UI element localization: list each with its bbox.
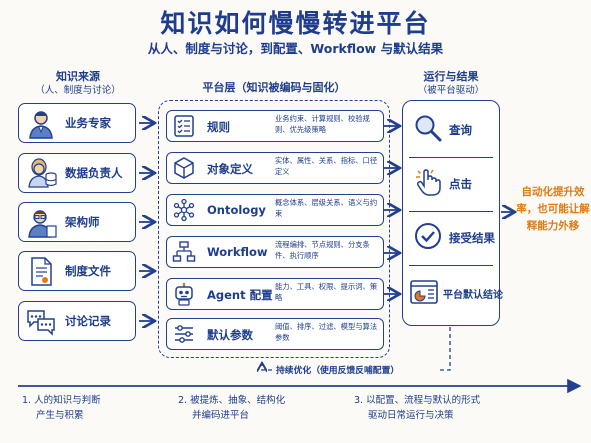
middle-heading: 平台层（知识被编码与固化） (202, 81, 346, 94)
source-label: 架构师 (65, 215, 100, 229)
step-line: 并编码进平台 (192, 410, 250, 421)
step-line: 2. 被提炼、抽象、结构化 (178, 395, 286, 406)
source-label: 制度文件 (65, 264, 111, 278)
page-title: 知识如何慢慢转进平台 (160, 9, 431, 38)
document-icon (31, 257, 52, 286)
platform-item-desc: 实体、属性、关系、指标、口径定义 (275, 156, 378, 176)
platform-item-desc: 能力、工具、权限、提示词、策略 (275, 282, 378, 302)
platform-layer (158, 100, 390, 358)
run-item-query: 查询 (403, 109, 497, 153)
divider (409, 265, 493, 266)
sliders-icon (175, 325, 193, 343)
source-discussions: 讨论记录 (18, 301, 136, 341)
source-label: 业务专家 (65, 116, 111, 130)
platform-item-defaults: 默认参数 阈值、排序、过滤、模型与算法参数 (166, 318, 384, 350)
divider (409, 157, 493, 158)
platform-item-name: 默认参数 (207, 328, 253, 342)
architect-icon (28, 210, 57, 238)
chat-icon (27, 310, 55, 336)
pointer-hand-icon (416, 169, 441, 196)
feedback-loop-return (262, 364, 272, 370)
source-label: 数据负责人 (65, 166, 123, 180)
platform-item-name: Agent 配置 (207, 288, 273, 302)
step-3: 3. 以配置、流程与默认的形式 驱动日常运行与决策 (354, 393, 534, 423)
platform-item-desc: 阈值、排序、过滤、模型与算法参数 (275, 322, 378, 342)
platform-item-name: 规则 (207, 120, 230, 134)
feedback-label: 持续优化（使用反馈反哺配置） (276, 366, 400, 376)
platform-item-ontology: Ontology 概念体系、层级关系、语义与约束 (166, 194, 384, 226)
source-documents: 制度文件 (18, 251, 136, 291)
platform-item-name: Ontology (207, 203, 266, 217)
source-data-owner: 数据负责人 (18, 153, 136, 193)
cube-icon (174, 157, 194, 179)
run-item-accept: 接受结果 (403, 217, 497, 261)
step-2: 2. 被提炼、抽象、结构化 并编码进平台 (178, 393, 328, 423)
left-heading: 知识来源 (56, 70, 100, 83)
step-line: 驱动日常运行与决策 (368, 410, 454, 421)
run-results-panel: 查询 点击 接受结果 平台默认结论 (402, 100, 503, 326)
step-line: 3. 以配置、流程与默认的形式 (354, 395, 481, 406)
platform-item-name: Workflow (207, 245, 268, 259)
step-1: 1. 人的知识与判断 产生与积累 (22, 393, 162, 423)
right-heading: 运行与结果 (423, 70, 479, 83)
run-item-click: 点击 (403, 163, 497, 207)
flowchart-icon (172, 241, 196, 262)
platform-item-agent: Agent 配置 能力、工具、权限、提示词、策略 (166, 278, 384, 310)
magnifier-icon (415, 115, 442, 142)
platform-item-workflow: Workflow 流程编排、节点规则、分支条件、执行顺序 (166, 236, 384, 268)
run-item-label: 点击 (449, 177, 472, 191)
check-circle-icon (415, 223, 441, 249)
source-expert: 业务专家 (18, 103, 136, 143)
platform-item-desc: 概念体系、层级关系、语义与约束 (275, 198, 378, 218)
source-label: 讨论记录 (65, 314, 111, 328)
expert-icon (29, 111, 53, 139)
run-item-label: 平台默认结论 (443, 290, 503, 301)
checklist-icon (174, 115, 194, 137)
network-icon (173, 198, 195, 222)
platform-item-desc: 流程编排、节点规则、分支条件、执行顺序 (275, 240, 370, 260)
page-subtitle: 从人、制度与讨论，到配置、Workflow 与默认结果 (147, 41, 444, 56)
robot-icon (175, 282, 193, 306)
run-item-label: 接受结果 (449, 231, 495, 245)
left-subheading: （人、制度与讨论） (35, 85, 121, 96)
feedback-loop-line (440, 327, 451, 371)
step-line: 产生与积累 (36, 410, 84, 421)
side-note: 自动化提升效率，也可能让解释能力外移 (516, 186, 590, 232)
platform-item-rules: 规则 业务约束、计算规则、校验规则、优先级策略 (166, 110, 384, 142)
step-line: 1. 人的知识与判断 (22, 395, 101, 406)
divider (409, 211, 493, 212)
right-subheading: （被平台驱动） (417, 85, 485, 96)
platform-item-name: 对象定义 (207, 162, 253, 176)
run-item-default-conclusion: 平台默认结论 (403, 273, 503, 317)
source-architect: 架构师 (18, 202, 136, 242)
run-item-label: 查询 (449, 123, 472, 137)
platform-item-desc: 业务约束、计算规则、校验规则、优先级策略 (275, 114, 370, 134)
data-owner-icon (28, 158, 57, 188)
dashboard-icon (410, 280, 438, 304)
platform-item-objects: 对象定义 实体、属性、关系、指标、口径定义 (166, 152, 384, 184)
